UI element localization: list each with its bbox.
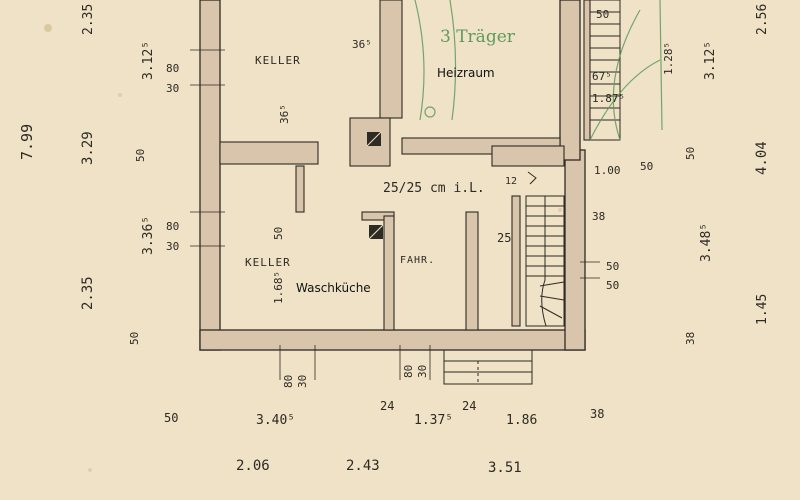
room-keller-bottom: KELLER [245, 256, 291, 269]
dim-1-285: 1.28⁵ [662, 42, 675, 75]
dim-right-mid-38: 38 [592, 210, 605, 223]
dim-1-86: 1.86 [506, 413, 537, 428]
green-pencil-sketch [414, 0, 663, 141]
dim-7-99: 7.99 [18, 124, 36, 160]
dim-80-bottom: 80 [166, 220, 179, 233]
dim-3-485: 3.48⁵ [699, 223, 714, 262]
dim-bottom-80-b: 80 [402, 365, 415, 378]
dim-675: 67⁵ [592, 70, 612, 83]
dim-right-mid-50: 50 [640, 160, 653, 173]
dim-1-00: 1.00 [594, 164, 621, 177]
dim-80-top: 80 [166, 62, 179, 75]
dim-3-51: 3.51 [488, 460, 522, 476]
dim-2-43: 2.43 [346, 458, 380, 474]
dim-bottom-30-b: 30 [416, 365, 429, 378]
right-outer-dimensions: 3.12⁵ 50 3.48⁵ 38 2.56 4.04 1.45 [684, 4, 770, 345]
bottom-dimensions-row2: 2.06 2.43 3.51 [236, 458, 522, 476]
stair-label-25: 25 [497, 231, 511, 245]
chimney-size-label: 25/25 cm i.L. [383, 181, 485, 196]
dim-wall-365: 36⁵ [352, 38, 372, 51]
exterior-steps [443, 349, 533, 385]
dim-right-38: 38 [684, 332, 697, 345]
left-inner-dimensions: 2.35 3.12⁵ 3.29 3.36⁵ [80, 4, 156, 255]
annotations: 3 Träger 25/25 cm i.L. 12 25 [383, 27, 517, 245]
dim-keller-bottom-50: 50 [272, 227, 285, 240]
dim-50-mid: 50 [134, 149, 147, 162]
dim-b1-50: 50 [164, 411, 178, 425]
dim-2-35-bottom: 2.35 [80, 276, 96, 310]
bottom-small-dimensions: 80 30 80 30 [282, 365, 429, 388]
dim-3-405: 3.40⁵ [256, 413, 295, 428]
staircase-lower [525, 171, 565, 327]
dim-3-125: 3.12⁵ [141, 41, 156, 80]
dim-3-29: 3.29 [80, 131, 96, 165]
dim-3-365: 3.36⁵ [141, 216, 156, 255]
bottom-dimensions-row1: 50 3.40⁵ 24 1.37⁵ 24 1.86 38 [164, 399, 604, 428]
dim-right-3-125: 3.12⁵ [703, 41, 718, 80]
dim-1-45: 1.45 [755, 294, 770, 325]
dim-right-mid-50-b: 50 [606, 279, 619, 292]
dimension-lines [190, 49, 600, 380]
dim-1-375: 1.37⁵ [414, 413, 453, 428]
dim-right-50: 50 [684, 147, 697, 160]
dim-50-low: 50 [128, 332, 141, 345]
left-small-dimensions: 80 30 50 80 30 50 [128, 62, 179, 345]
dim-bottom-30-a: 30 [296, 375, 309, 388]
interior-dimensions: 36⁵ 36⁵ 1.68⁵ 50 [272, 38, 372, 304]
dim-bottom-80-a: 80 [282, 375, 295, 388]
dim-right-mid-50-a: 50 [606, 260, 619, 273]
dim-b1-24-b: 24 [462, 399, 476, 413]
room-keller-top: KELLER [255, 54, 301, 67]
right-mid-dimensions: 1.00 50 38 50 50 [592, 160, 653, 292]
dim-stair-50: 50 [596, 8, 609, 21]
staircase-upper [589, 0, 621, 141]
dim-30-top: 30 [166, 82, 179, 95]
dim-4-04: 4.04 [754, 141, 770, 175]
dim-keller-top-365: 36⁵ [278, 104, 291, 124]
dim-b1-38: 38 [590, 407, 604, 421]
dim-1-875: 1.87⁵ [592, 92, 625, 105]
room-fahr: FAHR. [400, 255, 435, 266]
room-waschkueche: Waschküche [296, 281, 371, 295]
dim-b1-24-a: 24 [380, 399, 394, 413]
right-stair-dimensions: 50 67⁵ 1.87⁵ 1.28⁵ [592, 8, 675, 105]
dim-2-06: 2.06 [236, 458, 270, 474]
traeger-note: 3 Träger [440, 27, 516, 47]
dim-2-35-top: 2.35 [81, 4, 96, 35]
stair-label-12: 12 [505, 176, 517, 187]
left-outer-dimensions: 7.99 2.35 [18, 124, 96, 310]
dim-1-685: 1.68⁵ [272, 271, 285, 304]
dim-30-bottom: 30 [166, 240, 179, 253]
paper-stains [44, 24, 562, 472]
room-heizraum: Heizraum [437, 66, 495, 80]
room-labels: KELLER Heizraum KELLER Waschküche FAHR. [245, 54, 495, 295]
dim-2-56: 2.56 [755, 4, 770, 35]
